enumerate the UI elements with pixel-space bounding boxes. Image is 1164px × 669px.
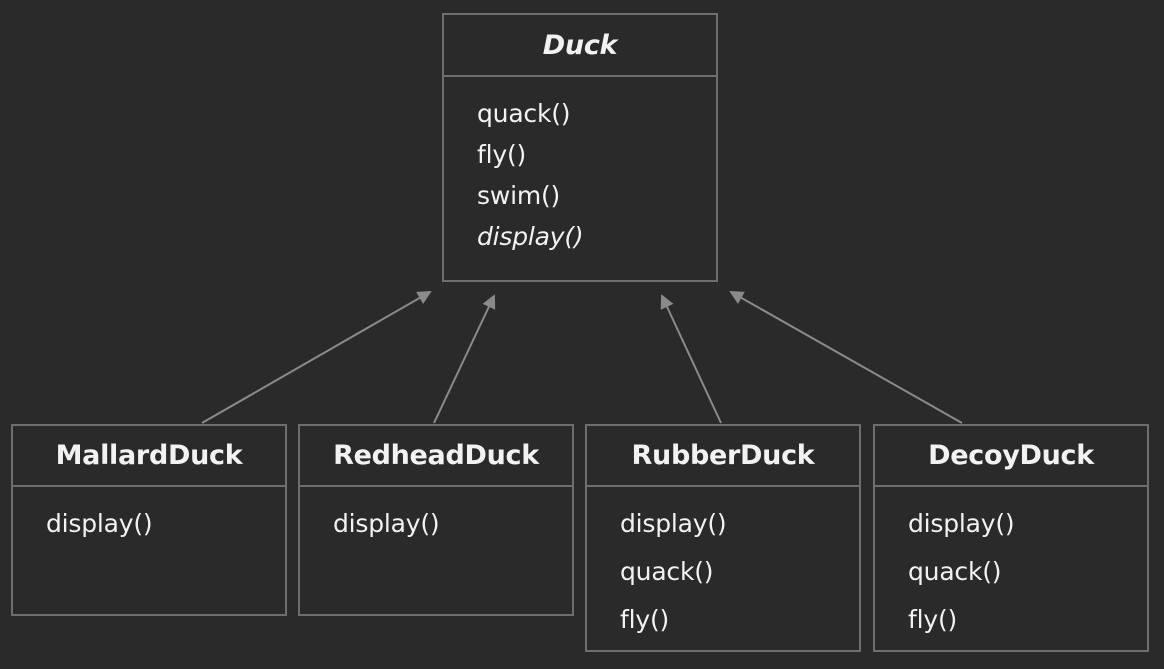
method-fly: fly() <box>908 605 958 634</box>
class-box-mallardduck: MallardDuck display() <box>11 424 287 616</box>
method-display: display() <box>333 509 440 538</box>
method-list-duck: quack() fly() swim() display() <box>444 77 716 257</box>
method-fly: fly() <box>477 140 527 169</box>
method-swim: swim() <box>477 181 561 210</box>
method-list-mallardduck: display() <box>13 487 285 548</box>
class-name-decoyduck: DecoyDuck <box>875 426 1147 487</box>
method-list-rubberduck: display() quack() fly() <box>587 487 859 644</box>
class-box-duck: Duck quack() fly() swim() display() <box>442 13 718 282</box>
method-quack: quack() <box>908 557 1002 586</box>
method-display-abstract: display() <box>477 222 584 251</box>
class-name-duck: Duck <box>444 15 716 77</box>
arrow-decoy-to-duck <box>729 291 963 424</box>
method-display: display() <box>46 509 153 538</box>
method-quack: quack() <box>620 557 714 586</box>
class-box-decoyduck: DecoyDuck display() quack() fly() <box>873 424 1149 652</box>
arrow-rubber-to-duck <box>660 294 722 424</box>
method-fly: fly() <box>620 605 670 634</box>
method-display: display() <box>620 509 727 538</box>
class-name-redheadduck: RedheadDuck <box>300 426 572 487</box>
method-quack: quack() <box>477 99 571 128</box>
method-display: display() <box>908 509 1015 538</box>
method-list-decoyduck: display() quack() fly() <box>875 487 1147 644</box>
class-name-rubberduck: RubberDuck <box>587 426 859 487</box>
class-box-rubberduck: RubberDuck display() quack() fly() <box>585 424 861 652</box>
arrow-redhead-to-duck <box>433 294 496 424</box>
arrow-mallard-to-duck <box>201 291 432 424</box>
method-list-redheadduck: display() <box>300 487 572 548</box>
class-box-redheadduck: RedheadDuck display() <box>298 424 574 616</box>
class-name-mallardduck: MallardDuck <box>13 426 285 487</box>
